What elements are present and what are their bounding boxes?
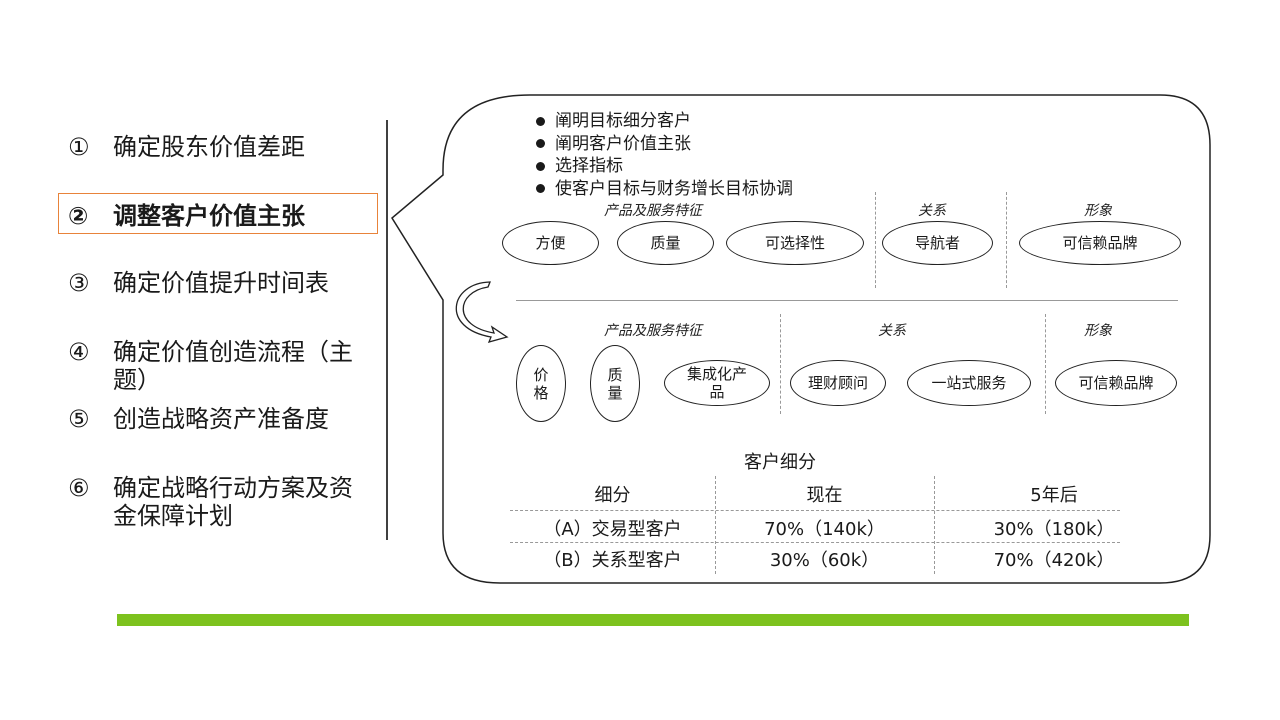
bullet-dot-icon — [536, 116, 545, 126]
step-4[interactable]: ④ 确定价值创造流程（主题） — [68, 338, 375, 394]
vertical-divider — [386, 120, 388, 540]
top-category-product: 产品及服务特征 — [604, 203, 702, 219]
bullet-dot-icon — [536, 184, 545, 194]
table-title: 客户细分 — [744, 452, 816, 473]
step-number: ④ — [68, 338, 90, 366]
oval-integrated-product: 集成化产品 — [664, 360, 770, 406]
oval-trusted-brand: 可信赖品牌 — [1019, 221, 1181, 265]
bottom-category-relation: 关系 — [878, 323, 906, 339]
top-category-relation: 关系 — [918, 203, 946, 219]
top-category-image: 形象 — [1084, 203, 1112, 219]
bottom-category-product: 产品及服务特征 — [604, 323, 702, 339]
step-number: ⑥ — [68, 474, 90, 502]
oval-quality: 质量 — [590, 345, 640, 422]
bullet-item: 选择指标 — [536, 155, 793, 178]
table-header-now: 现在 — [806, 485, 843, 506]
step-2[interactable]: ② 调整客户价值主张 — [68, 202, 375, 230]
curved-arrow-icon — [455, 281, 509, 343]
bullet-item: 使客户目标与财务增长目标协调 — [536, 178, 793, 201]
callout-outline — [391, 94, 1211, 584]
step-5[interactable]: ⑤ 创造战略资产准备度 — [68, 405, 375, 433]
oval-one-stop-service: 一站式服务 — [907, 360, 1031, 406]
table-cell: 70%（420k） — [993, 550, 1115, 571]
table-cell: 30%（60k） — [769, 550, 880, 571]
top-section-divider — [1006, 192, 1007, 288]
step-1[interactable]: ① 确定股东价值差距 — [68, 133, 375, 161]
step-label: 确定价值提升时间表 — [113, 269, 329, 297]
oval-financial-advisor: 理财顾问 — [790, 360, 886, 406]
step-label: 确定价值创造流程（主题） — [113, 338, 353, 394]
table-cell: （B）关系型客户 — [543, 550, 682, 571]
bottom-category-image: 形象 — [1084, 323, 1112, 339]
table-header-segment: 细分 — [594, 485, 631, 506]
bottom-section-divider — [1045, 314, 1046, 414]
table-row-divider — [510, 542, 1120, 543]
table-cell: （A）交易型客户 — [543, 519, 682, 540]
step-number: ③ — [68, 269, 90, 297]
top-section-divider — [875, 192, 876, 288]
oval-convenience: 方便 — [502, 221, 599, 265]
oval-price: 价格 — [516, 345, 566, 422]
oval-selectivity: 可选择性 — [726, 221, 864, 265]
accent-bar — [117, 614, 1189, 626]
bullet-dot-icon — [536, 161, 545, 171]
step-6[interactable]: ⑥ 确定战略行动方案及资金保障计划 — [68, 474, 375, 530]
step-label: 创造战略资产准备度 — [113, 405, 329, 433]
section-separator — [516, 300, 1178, 301]
table-row-divider — [510, 510, 1120, 511]
step-label: 确定战略行动方案及资金保障计划 — [113, 474, 353, 530]
oval-navigator: 导航者 — [882, 221, 993, 265]
step-number: ⑤ — [68, 405, 90, 433]
table-column-divider — [715, 476, 716, 574]
step-number: ① — [68, 133, 90, 161]
table-header-5years: 5年后 — [1030, 485, 1078, 506]
bullet-list: 阐明目标细分客户 阐明客户价值主张 选择指标 使客户目标与财务增长目标协调 — [536, 110, 793, 200]
bullet-item: 阐明目标细分客户 — [536, 110, 793, 133]
table-cell: 70%（140k） — [764, 519, 885, 540]
active-step-highlight — [58, 193, 378, 234]
table-column-divider — [934, 476, 935, 574]
table-cell: 30%（180k） — [993, 519, 1115, 540]
bullet-dot-icon — [536, 139, 545, 149]
step-label: 调整客户价值主张 — [113, 202, 305, 230]
bottom-section-divider — [780, 314, 781, 414]
step-3[interactable]: ③ 确定价值提升时间表 — [68, 269, 375, 297]
oval-trusted-brand: 可信赖品牌 — [1055, 360, 1177, 406]
step-label: 确定股东价值差距 — [113, 133, 305, 161]
oval-quality: 质量 — [617, 221, 714, 265]
step-number: ② — [68, 202, 89, 230]
bullet-item: 阐明客户价值主张 — [536, 133, 793, 156]
